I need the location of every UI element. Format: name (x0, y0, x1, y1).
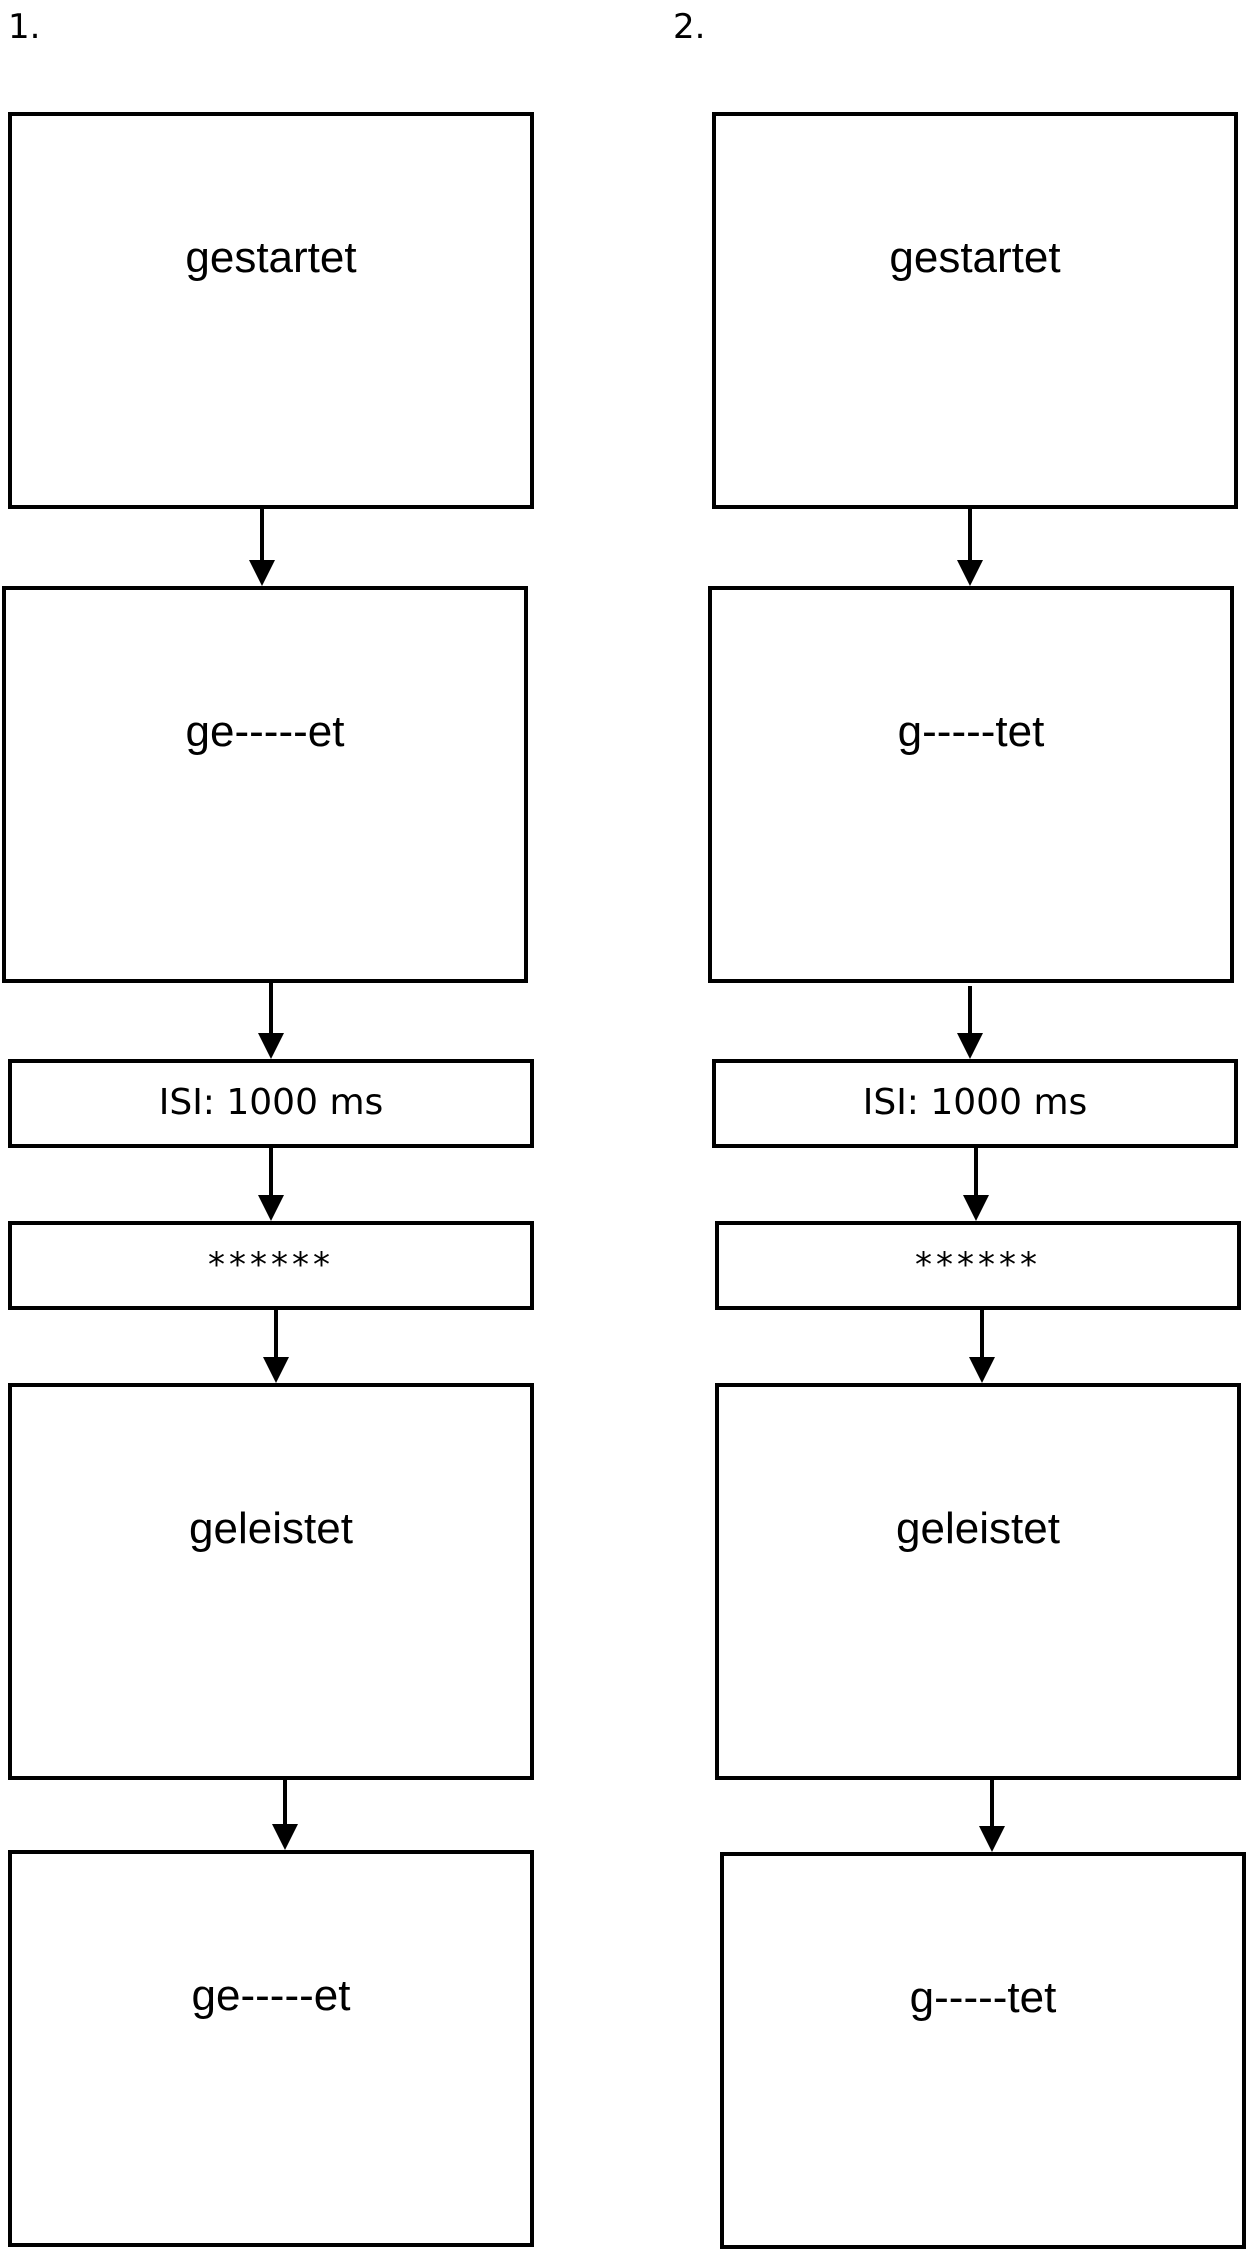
col1-arrow-4 (263, 1310, 289, 1383)
col2-arrow-4 (969, 1310, 995, 1383)
col1-step2-text: ge-----et (185, 707, 345, 756)
col1-arrow-2 (258, 983, 284, 1059)
col2-arrow-1 (957, 509, 983, 586)
col2-isi-text: ISI: 1000 ms (862, 1082, 1088, 1123)
col2-arrow-3 (963, 1148, 989, 1221)
col1-mask-text: ****** (208, 1245, 334, 1285)
col1-mask-box: ****** (8, 1221, 534, 1310)
col2-mask-text: ****** (915, 1245, 1041, 1285)
col1-step6-box: ge-----et (8, 1850, 534, 2247)
col2-isi-box: ISI: 1000 ms (712, 1059, 1238, 1148)
col1-arrow-3 (258, 1148, 284, 1221)
col2-step2-text: g-----tet (897, 707, 1045, 756)
column-1-label: 1. (8, 7, 41, 47)
col1-step1-text: gestartet (185, 233, 357, 282)
col1-step5-box: geleistet (8, 1383, 534, 1780)
col2-step2-box: g-----tet (708, 586, 1234, 983)
col2-step5-text: geleistet (896, 1504, 1060, 1553)
col2-mask-box: ****** (715, 1221, 1241, 1310)
col2-step1-text: gestartet (889, 233, 1061, 282)
col1-isi-text: ISI: 1000 ms (158, 1082, 384, 1123)
col2-arrow-2 (957, 986, 983, 1059)
col1-step6-text: ge-----et (191, 1971, 351, 2020)
col1-step5-text: geleistet (189, 1504, 353, 1553)
col2-arrow-5 (979, 1780, 1005, 1852)
col1-isi-box: ISI: 1000 ms (8, 1059, 534, 1148)
col2-step6-box: g-----tet (720, 1852, 1246, 2249)
col1-arrow-5 (272, 1780, 298, 1850)
col1-arrow-1 (249, 509, 275, 586)
col2-step5-box: geleistet (715, 1383, 1241, 1780)
col2-step1-box: gestartet (712, 112, 1238, 509)
column-2-label: 2. (673, 7, 706, 47)
col1-step2-box: ge-----et (2, 586, 528, 983)
col2-step6-text: g-----tet (909, 1973, 1057, 2022)
col1-step1-box: gestartet (8, 112, 534, 509)
